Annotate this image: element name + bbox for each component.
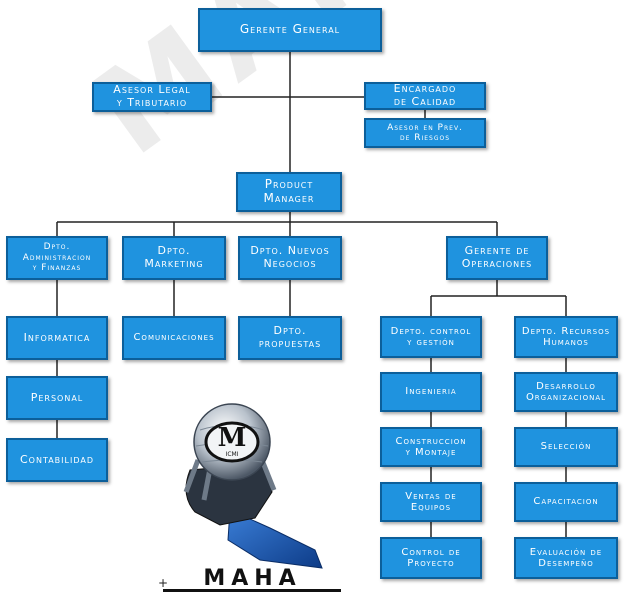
- box-ingenieria: Ingenieria: [380, 372, 482, 412]
- robot-hand-globe-icon: [183, 403, 323, 569]
- box-ventas: Ventas de Equipos: [380, 482, 482, 522]
- box-encargado-calidad: Encargado de Calidad: [364, 82, 486, 110]
- box-depto-control: Depto. control y gestión: [380, 316, 482, 358]
- maha-logo-graphic: M ICMI: [150, 400, 340, 590]
- box-depto-marketing: Dpto. Marketing: [122, 236, 226, 280]
- emblem-caption: ICMI: [225, 451, 239, 458]
- box-depto-rrhh: Depto. Recursos Humanos: [514, 316, 618, 358]
- box-depto-nuevos: Dpto. Nuevos Negocios: [238, 236, 342, 280]
- box-control-proyecto: Control de Proyecto: [380, 537, 482, 579]
- box-personal: Personal: [6, 376, 108, 420]
- box-capacitacion: Capacitacion: [514, 482, 618, 522]
- box-informatica: Informatica: [6, 316, 108, 360]
- box-contabilidad: Contabilidad: [6, 438, 108, 482]
- box-product-manager: Product Manager: [236, 172, 342, 212]
- box-construccion: Construccion y Montaje: [380, 427, 482, 467]
- crosshair-mark: +: [158, 576, 169, 590]
- box-comunicaciones: Comunicaciones: [122, 316, 226, 360]
- box-gerente-operaciones: Gerente de Operaciones: [446, 236, 548, 280]
- box-asesor-riesgos: Asesor en Prev. de Riesgos: [364, 118, 486, 148]
- box-desarrollo: Desarrollo Organizacional: [514, 372, 618, 412]
- box-seleccion: Selección: [514, 427, 618, 467]
- box-asesor-legal: Asesor Legal y Tributario: [92, 82, 212, 112]
- box-evaluacion: Evaluación de Desempeño: [514, 537, 618, 579]
- box-gerente-general: Gerente General: [198, 8, 382, 52]
- emblem-letter: M: [217, 423, 247, 453]
- brand-name: MAHA: [203, 566, 302, 591]
- brand-underline: [163, 589, 341, 592]
- box-depto-admin: Dpto. Administracion y Finanzas: [6, 236, 108, 280]
- box-depto-propuestas: Dpto. propuestas: [238, 316, 342, 360]
